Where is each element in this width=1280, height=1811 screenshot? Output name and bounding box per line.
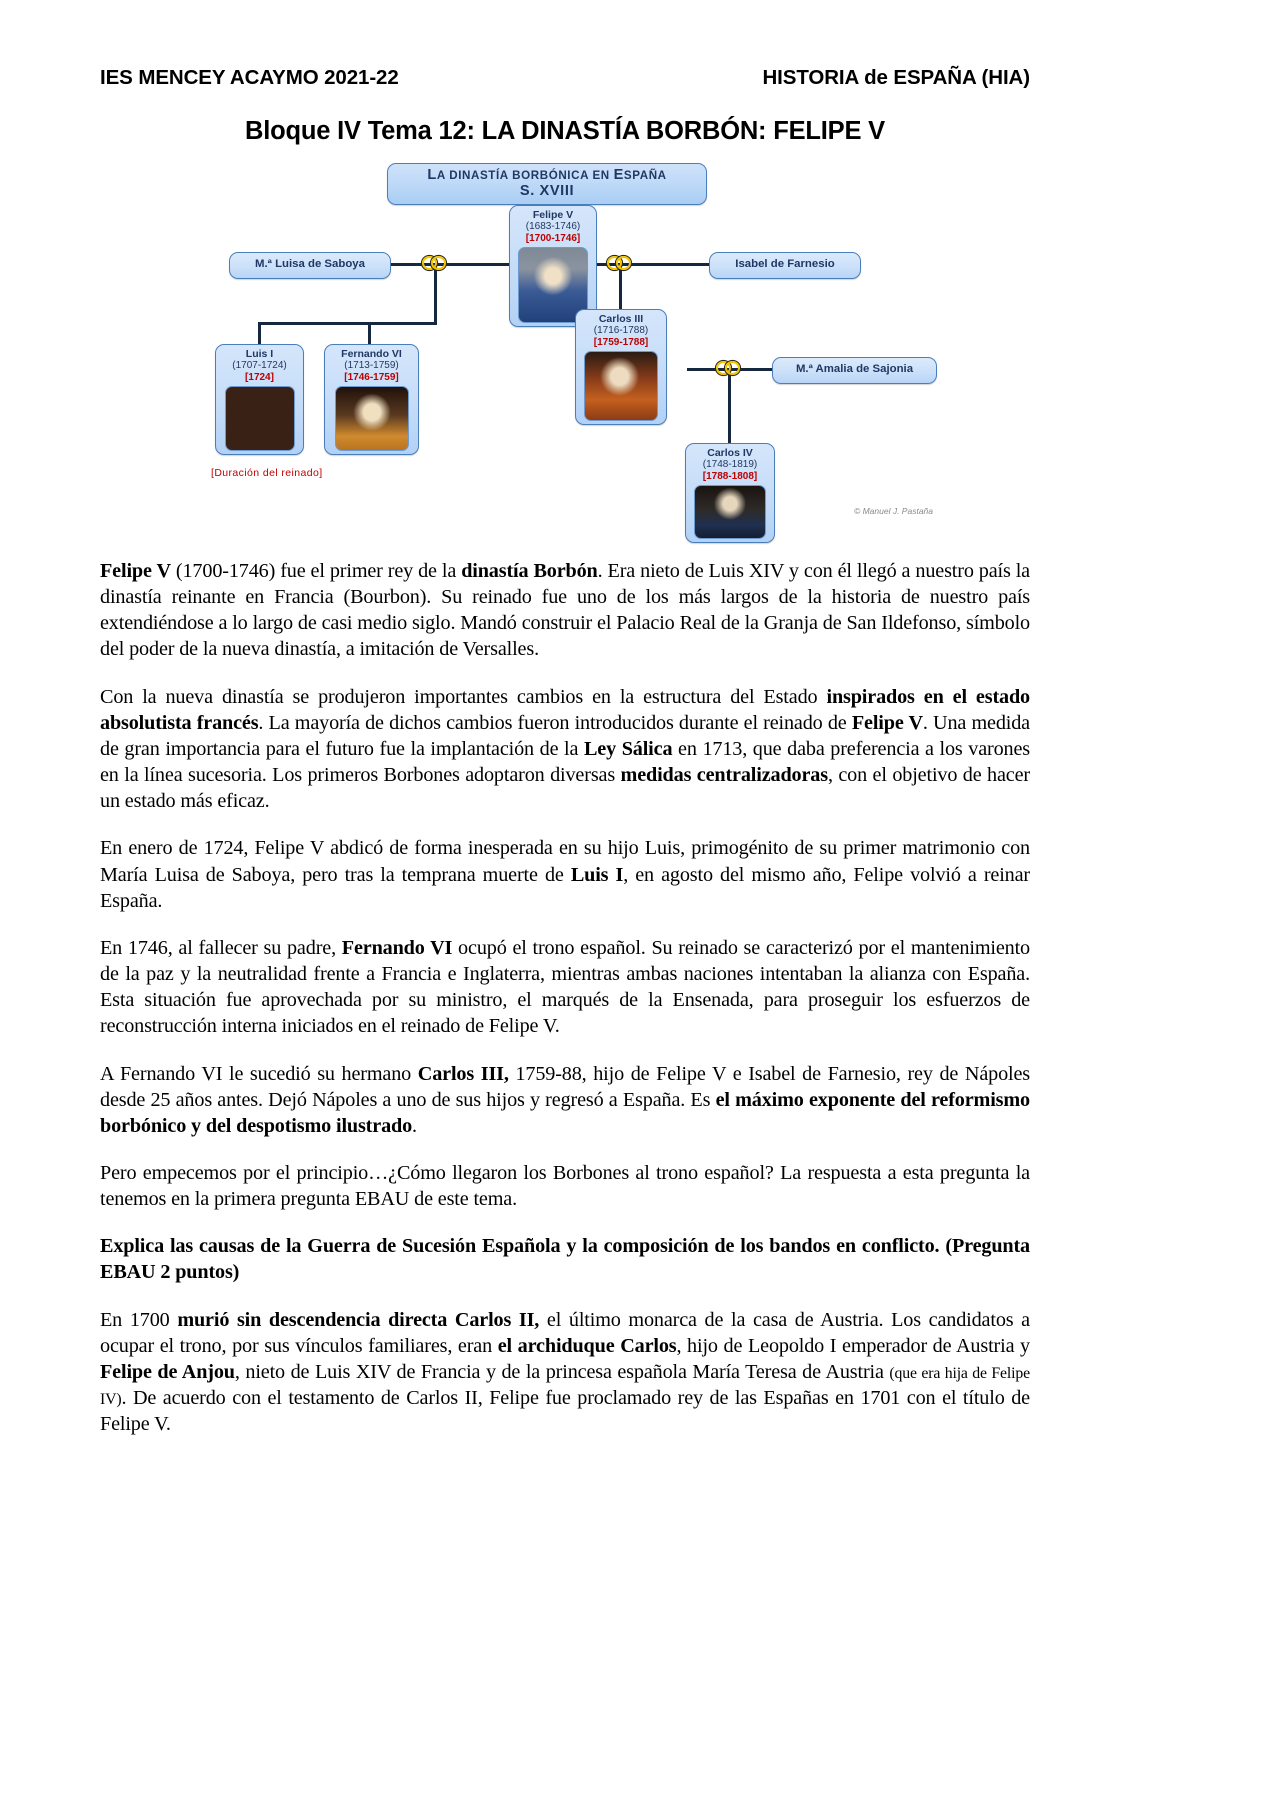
node-felipe-v: Felipe V (1683-1746) [1700-1746] bbox=[509, 205, 597, 328]
connector-luisa-felipe bbox=[388, 263, 509, 266]
diagram-title: LA DINASTÍA BORBÓNICA EN ESPAÑA S. XVIII bbox=[387, 163, 707, 205]
node-fernando-vi-reign: [1746-1759] bbox=[344, 371, 399, 383]
node-carlos-iv-name: Carlos IV bbox=[707, 447, 753, 459]
paragraph-cambios-estado: Con la nueva dinastía se produjeron impo… bbox=[100, 685, 1030, 813]
node-carlos-iii-life: (1716-1788) bbox=[593, 325, 649, 337]
node-carlos-iv-reign: [1788-1808] bbox=[702, 470, 758, 482]
connector-luis-drop bbox=[258, 322, 261, 345]
node-luis-i-portrait bbox=[224, 386, 295, 452]
paragraph-principio: Pero empecemos por el principio…¿Cómo ll… bbox=[100, 1161, 1030, 1211]
node-maria-amalia-de-sajonia: M.ª Amalia de Sajonia bbox=[772, 357, 937, 384]
marriage-rings-icon-amalia bbox=[716, 361, 742, 376]
paragraph-abdicacion-1724: En enero de 1724, Felipe V abdicó de for… bbox=[100, 837, 1031, 912]
paragraph-carlos-iii: A Fernando VI le sucedió su hermano Carl… bbox=[100, 1062, 1030, 1137]
node-felipe-v-reign: [1700-1746] bbox=[525, 232, 581, 244]
borbon-dynasty-diagram: LA DINASTÍA BORBÓNICA EN ESPAÑA S. XVIII bbox=[195, 163, 937, 544]
diagram-title-line2: S. XVIII bbox=[519, 183, 575, 200]
node-carlos-iii-reign: [1759-1788] bbox=[593, 336, 649, 348]
node-fernando-vi-portrait bbox=[334, 386, 409, 452]
node-luis-i-reign: [1724] bbox=[245, 371, 274, 383]
diagram-credit: © Manuel J. Pastaña bbox=[853, 506, 933, 516]
connector-carlos4-drop bbox=[728, 368, 731, 444]
node-fernando-vi: Fernando VI (1713-1759) [1746-1759] bbox=[324, 344, 419, 456]
paragraph-fernando-vi: En 1746, al fallecer su padre, Fernando … bbox=[100, 936, 1030, 1038]
connector-felipe-isabel bbox=[595, 263, 710, 266]
diagram-title-line1: LA DINASTÍA BORBÓNICA EN ESPAÑA bbox=[427, 167, 667, 183]
diagram-legend: [Duración del reinado] bbox=[211, 467, 323, 479]
page-content: IES MENCEY ACAYMO 2021-22 HISTORIA de ES… bbox=[100, 0, 1030, 1437]
paragraph-carlos-ii-1700: En 1700 murió sin descendencia directa C… bbox=[100, 1308, 1030, 1436]
node-luis-i-name: Luis I bbox=[245, 348, 274, 360]
header-left-text: IES MENCEY ACAYMO 2021-22 bbox=[100, 66, 399, 89]
node-carlos-iv-portrait bbox=[694, 485, 766, 540]
node-felipe-v-name: Felipe V bbox=[532, 209, 574, 221]
connector-sibling-bar bbox=[258, 322, 437, 325]
document-body: Felipe V (1700-1746) fue el primer rey d… bbox=[100, 558, 1030, 1437]
page-title: Bloque IV Tema 12: LA DINASTÍA BORBÓN: F… bbox=[245, 117, 885, 145]
node-fernando-vi-name: Fernando VI bbox=[341, 348, 402, 360]
node-luis-i-life: (1707-1724) bbox=[232, 360, 287, 372]
node-maria-luisa-de-saboya: M.ª Luisa de Saboya bbox=[229, 252, 391, 279]
marriage-rings-icon-isabel bbox=[607, 256, 633, 271]
document-header: IES MENCEY ACAYMO 2021-22 HISTORIA de ES… bbox=[100, 0, 1030, 90]
node-carlos-iv-life: (1748-1819) bbox=[702, 459, 758, 471]
node-fernando-vi-life: (1713-1759) bbox=[344, 360, 399, 372]
paragraph-felipe-v: Felipe V (1700-1746) fue el primer rey d… bbox=[100, 560, 1030, 661]
node-felipe-v-portrait bbox=[518, 247, 588, 324]
node-carlos-iii-name: Carlos III bbox=[598, 313, 644, 325]
connector-fernando-drop bbox=[368, 322, 371, 345]
marriage-rings-icon-luisa bbox=[422, 256, 448, 271]
node-carlos-iii: Carlos III (1716-1788) [1759-1788] bbox=[575, 309, 667, 426]
node-carlos-iv: Carlos IV (1748-1819) [1788-1808] bbox=[685, 443, 775, 544]
connector-isabel-drop bbox=[619, 263, 622, 345]
header-right-text: HISTORIA de ESPAÑA (HIA) bbox=[762, 66, 1030, 89]
connector-luisa-drop bbox=[434, 263, 437, 324]
paragraph-pregunta-ebau: Explica las causas de la Guerra de Suces… bbox=[100, 1235, 1030, 1284]
node-carlos-iii-portrait bbox=[584, 351, 658, 422]
node-isabel-de-farnesio: Isabel de Farnesio bbox=[709, 252, 861, 279]
node-felipe-v-life: (1683-1746) bbox=[525, 221, 581, 233]
node-luis-i: Luis I (1707-1724) [1724] bbox=[215, 344, 304, 456]
